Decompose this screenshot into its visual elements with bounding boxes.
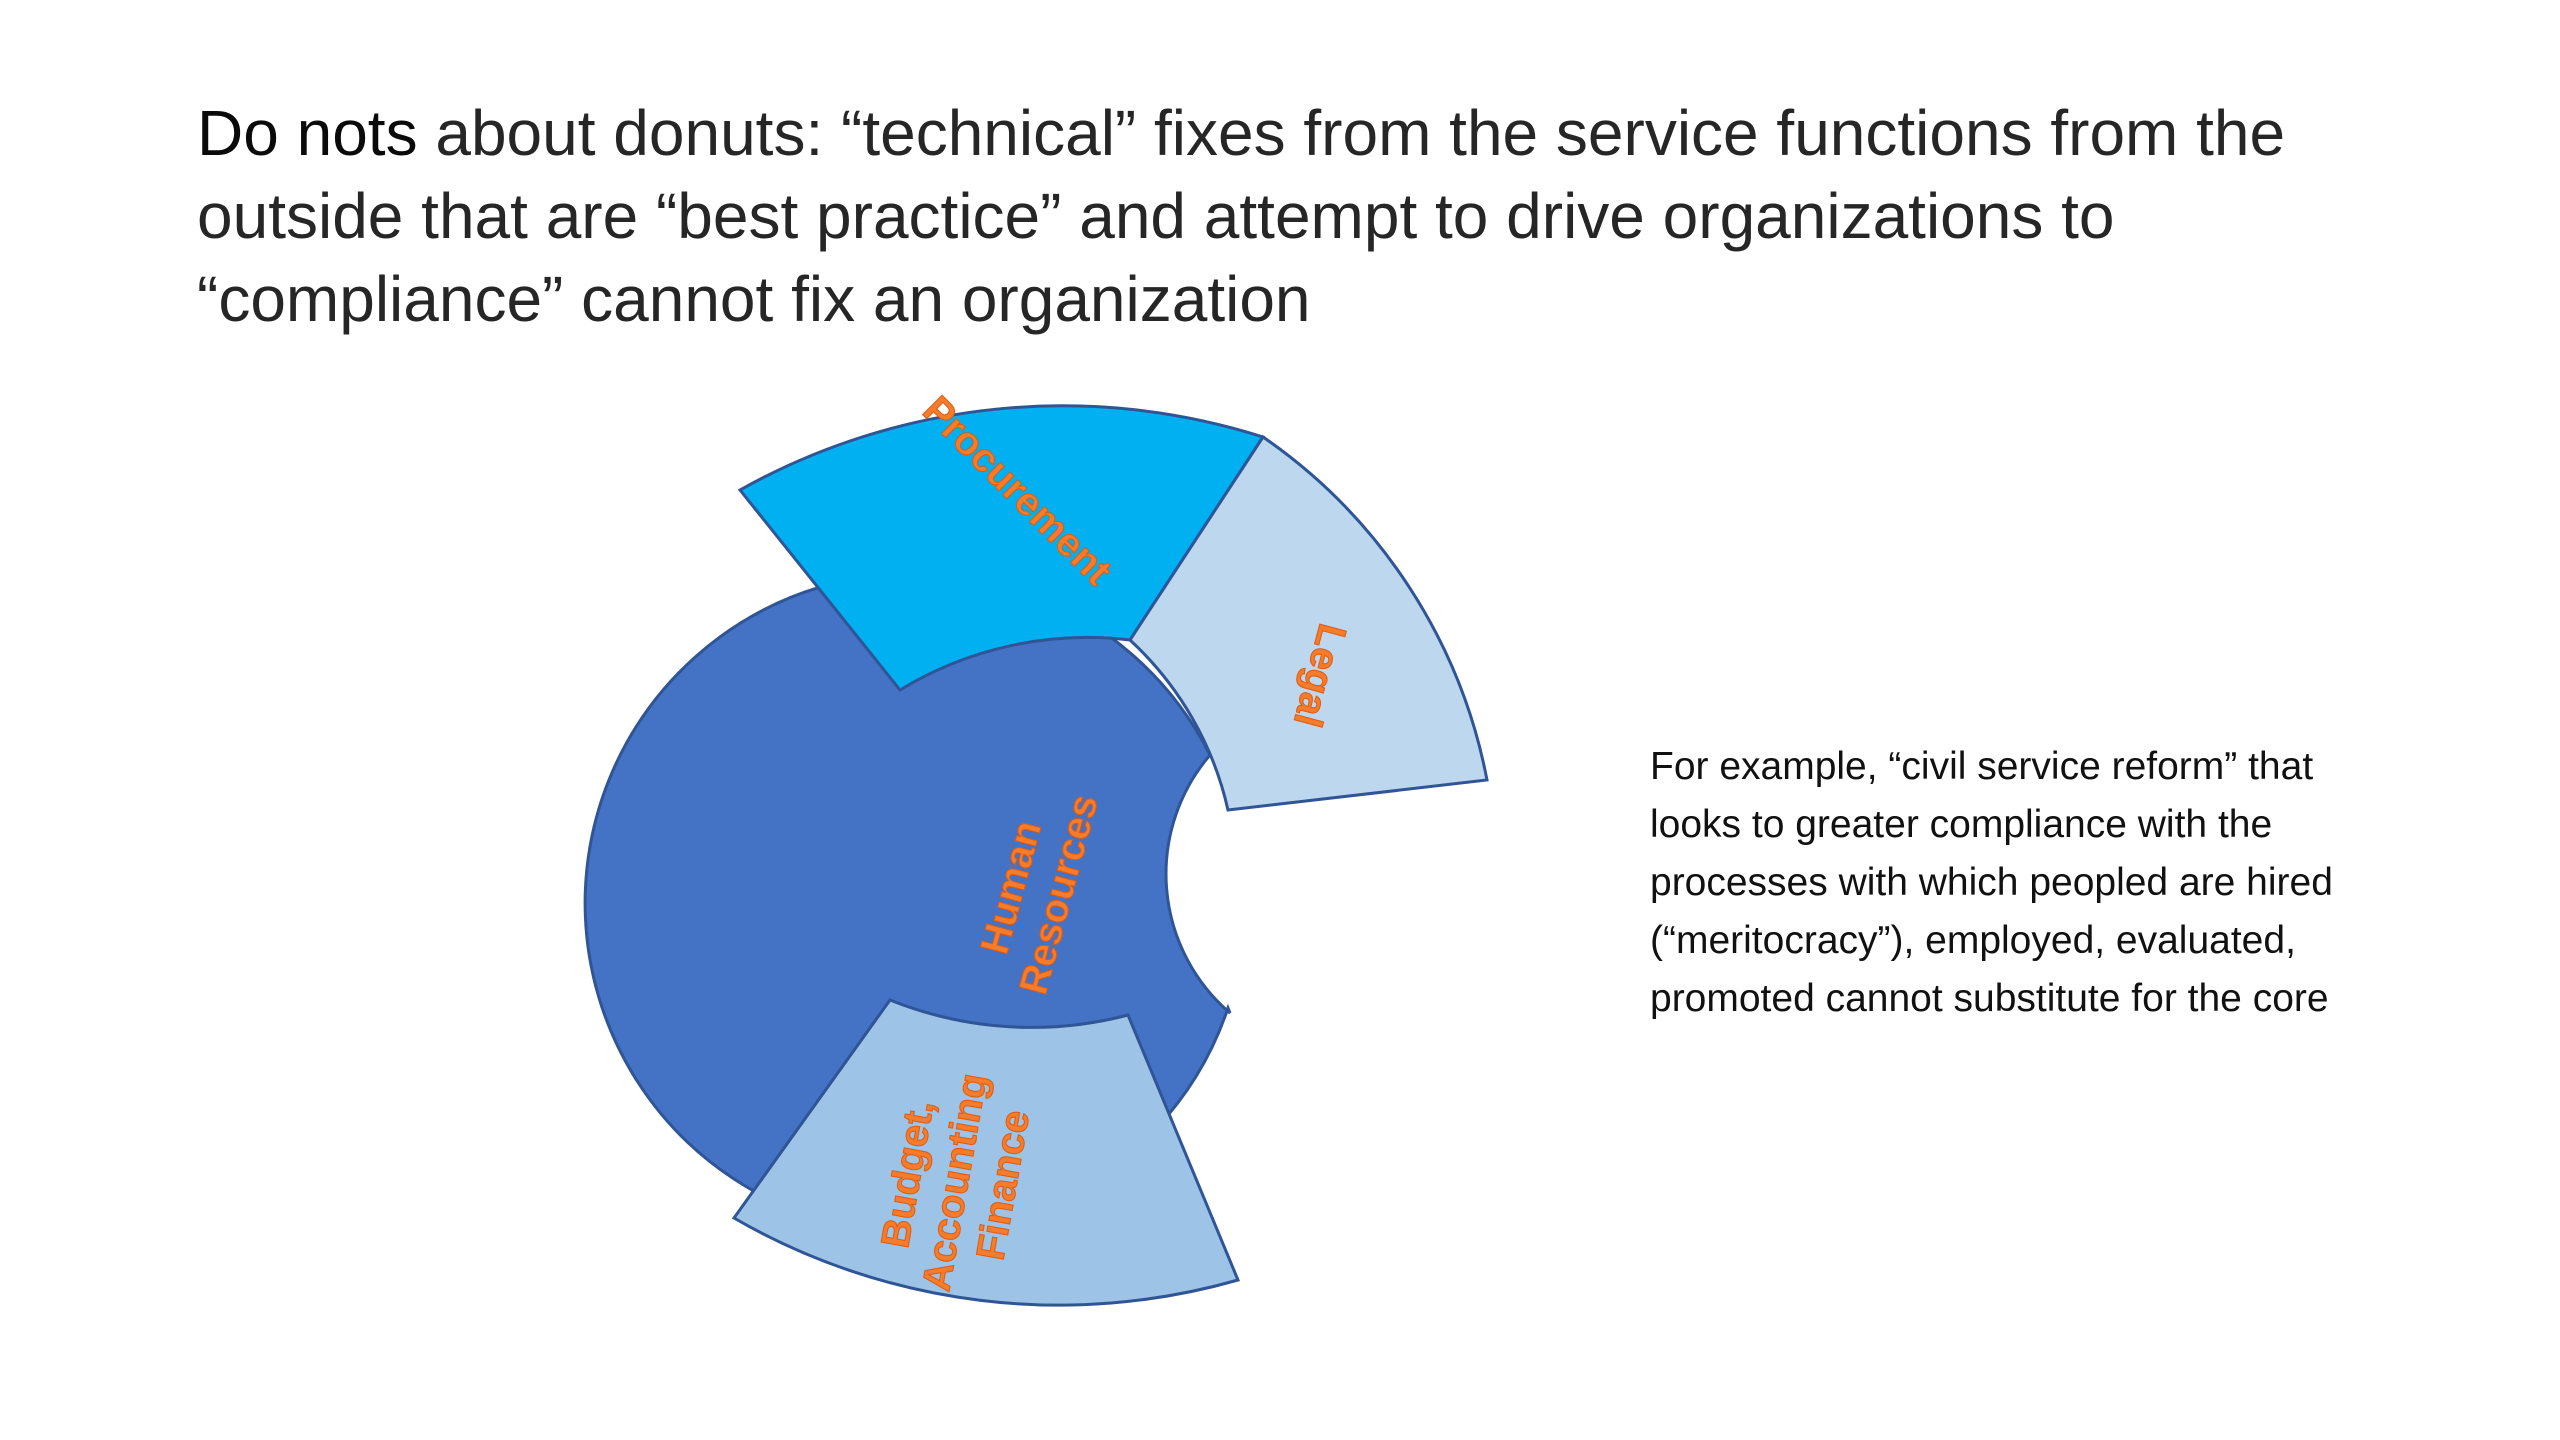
- note-line: (“meritocracy”), employed, evaluated,: [1650, 919, 2296, 962]
- segment-budget: [731, 998, 1241, 1307]
- slide-title: Do nots about donuts: “technical” fixes …: [197, 92, 2457, 341]
- note-line: For example, “civil service reform” that: [1650, 745, 2314, 788]
- title-text: about donuts: “technical” fixes from the…: [197, 97, 2286, 335]
- segment-legal: [1128, 434, 1489, 812]
- example-note: For example, “civil service reform” that…: [1650, 738, 2490, 1028]
- note-line: looks to greater compliance with the: [1650, 803, 2273, 846]
- title-emphasis: Do nots: [197, 97, 418, 169]
- segment-procurement: [737, 404, 1266, 692]
- note-line: promoted cannot substitute for the core: [1650, 977, 2329, 1020]
- note-line: processes with which peopled are hired: [1650, 861, 2333, 904]
